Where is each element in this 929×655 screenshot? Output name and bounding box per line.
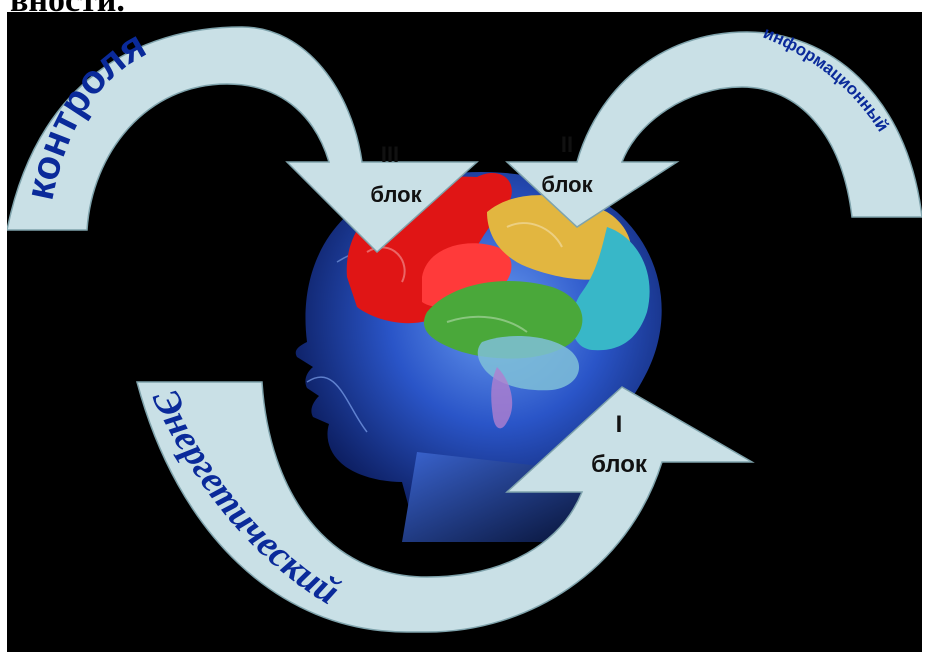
- block-ii-word: блок: [541, 172, 593, 197]
- diagram-panel: контроля информационный Энергетический I…: [7, 12, 922, 652]
- brain-blocks-diagram: контроля информационный Энергетический I…: [7, 12, 922, 652]
- block-iii-word: блок: [370, 182, 422, 207]
- block-ii-numeral: II: [561, 132, 573, 157]
- block-i-word: блок: [591, 451, 648, 478]
- block-i-numeral: I: [616, 411, 623, 438]
- informatsionnyi-arrow: [507, 32, 922, 227]
- block-iii-numeral: III: [381, 142, 399, 167]
